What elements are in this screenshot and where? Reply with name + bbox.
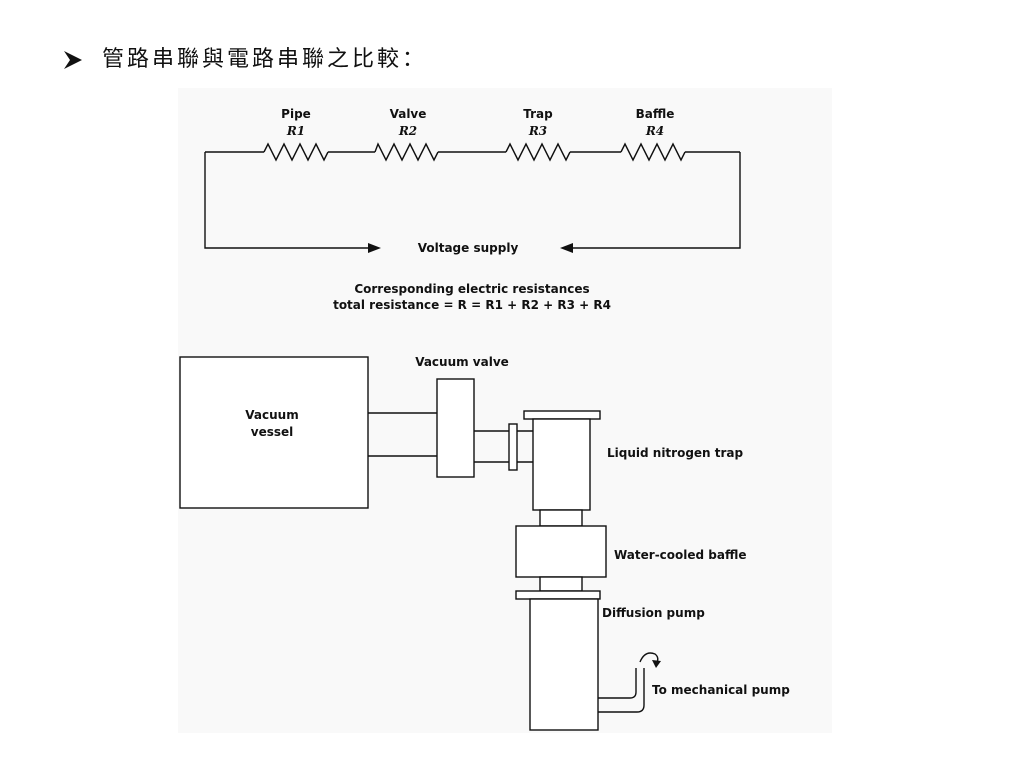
baffle-neck [539,576,583,592]
vacuum-system: Vacuum vessel Vacuum valve Liquid nitrog… [179,355,790,731]
resistor-r1 [263,142,329,162]
water-cooled-baffle [515,525,607,578]
arrow-right-icon [368,243,381,253]
mechanical-pump-label: To mechanical pump [652,683,790,697]
resistor-r1-name: Pipe [281,107,311,121]
liquid-nitrogen-trap-label: Liquid nitrogen trap [607,446,744,460]
resistor-r2-name: Valve [390,107,427,121]
resistor-r4-name: Baffle [636,107,675,121]
vacuum-valve [436,378,475,478]
diffusion-pump-label: Diffusion pump [602,606,705,620]
vacuum-vessel-label-line1: Vacuum [245,408,298,422]
resistor-r3-name: Trap [523,107,553,121]
diffusion-pump [529,598,599,731]
total-resistance-formula: total resistance = R = R1 + R2 + R3 + R4 [333,298,611,312]
resistor-r2 [374,142,439,162]
exhaust-arrow-icon [652,660,661,668]
pipe-flange [508,423,518,471]
arrow-left-icon [560,243,573,253]
vacuum-valve-label: Vacuum valve [415,355,509,369]
trap-neck [539,509,583,527]
liquid-nitrogen-trap [532,418,591,511]
caption-line-1: Corresponding electric resistances [354,282,589,296]
resistor-r4-symbol: R4 [645,124,664,138]
mechanical-pump-outlet [598,668,645,713]
vacuum-vessel-label-line2: vessel [251,425,294,439]
pump-top-flange [515,590,601,600]
resistor-r3-symbol: R3 [528,124,547,138]
resistor-r4 [620,142,686,162]
resistor-r2-symbol: R2 [398,124,417,138]
water-cooled-baffle-label: Water-cooled baffle [614,548,747,562]
vacuum-vessel [179,356,369,509]
resistor-r3 [505,142,571,162]
series-circuit: Pipe R1 Valve R2 Trap R3 Baffle R4 Volta… [204,107,741,312]
trap-top-flange [523,410,601,420]
arrow-bullet-icon [64,51,82,69]
resistor-r1-symbol: R1 [286,124,305,138]
voltage-supply-label: Voltage supply [418,241,519,255]
page-title: 管路串聯與電路串聯之比較： [102,47,428,72]
page-heading: 管路串聯與電路串聯之比較： [62,42,427,78]
